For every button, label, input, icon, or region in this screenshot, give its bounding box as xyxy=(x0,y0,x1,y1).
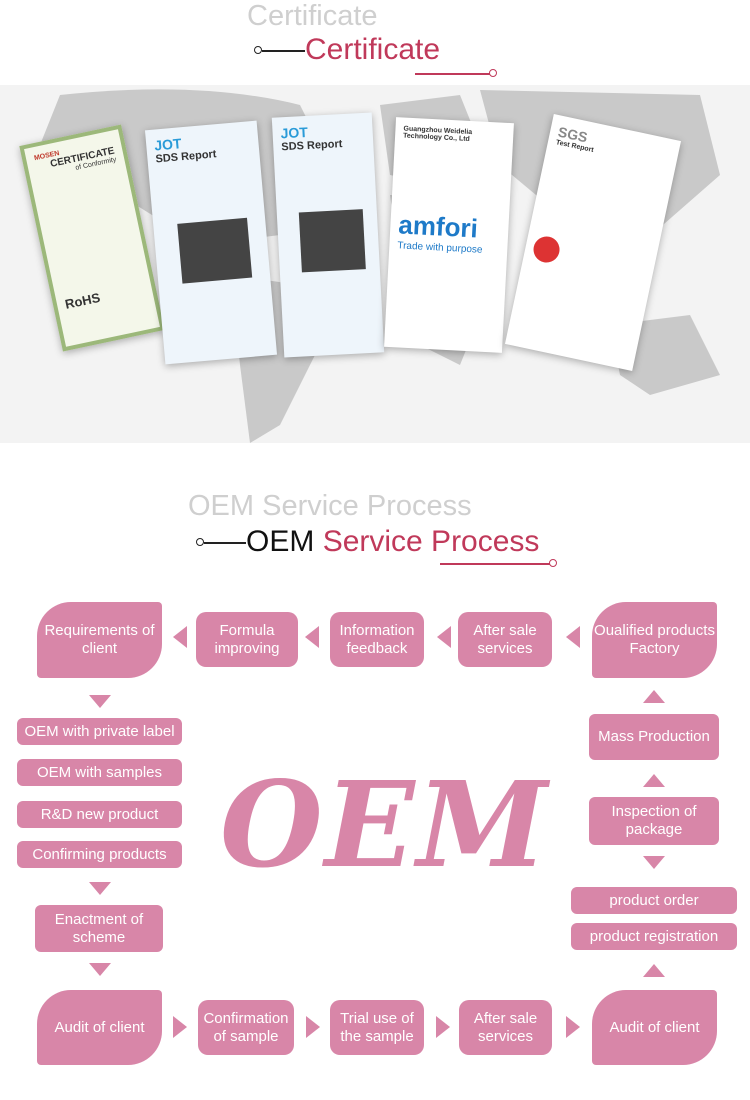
step-product-registration: product registration xyxy=(571,923,737,950)
option-confirming-products: Confirming products xyxy=(17,841,182,868)
step-audit-of-client-right: Audit of client xyxy=(592,990,717,1065)
sds-report-1: JOT SDS Report xyxy=(144,120,278,365)
step-requirements-of-client: Requirements of client xyxy=(37,602,162,678)
step-audit-of-client-left: Audit of client xyxy=(37,990,162,1065)
stamp-icon xyxy=(531,234,562,265)
title-underline xyxy=(415,73,490,75)
amfori-report: Guangzhou Weidelia Technology Co., Ltd a… xyxy=(384,117,514,353)
title-line-dot xyxy=(254,46,262,54)
title-underline xyxy=(440,563,550,565)
step-product-order: product order xyxy=(571,887,737,914)
step-inspection-of-package: Inspection of package xyxy=(589,797,719,845)
arrow-down-icon xyxy=(89,882,111,895)
arrow-right-icon xyxy=(173,1016,187,1038)
certificate-title: Certificate xyxy=(305,33,441,66)
sds-report-2: JOT SDS Report xyxy=(271,112,385,358)
title-line-dot xyxy=(196,538,204,546)
step-qualified-products-factory: Oualified products Factory xyxy=(592,602,717,678)
arrow-right-icon xyxy=(566,1016,580,1038)
step-after-sale-services-bottom: After sale services xyxy=(459,1000,552,1055)
arrow-up-icon xyxy=(643,690,665,703)
product-image xyxy=(298,209,366,273)
arrow-left-icon xyxy=(173,626,187,648)
step-formula-improving: Formula improving xyxy=(196,612,298,667)
arrow-down-icon xyxy=(89,963,111,976)
option-rd-new-product: R&D new product xyxy=(17,801,182,828)
oem-title-black: OEM xyxy=(246,525,315,558)
oem-title-red: Service Process xyxy=(322,525,540,558)
option-oem-private-label: OEM with private label xyxy=(17,718,182,745)
title-underline-dot xyxy=(489,69,497,77)
arrow-left-icon xyxy=(566,626,580,648)
title-underline-dot xyxy=(549,559,557,567)
step-enactment-of-scheme: Enactment of scheme xyxy=(35,905,163,952)
step-confirmation-of-sample: Confirmation of sample xyxy=(198,1000,294,1055)
step-after-sale-services: After sale services xyxy=(458,612,552,667)
arrow-up-icon xyxy=(643,964,665,977)
step-mass-production: Mass Production xyxy=(589,714,719,760)
oem-title: OEM Service Process xyxy=(246,526,539,558)
title-line xyxy=(204,542,246,544)
doc-rohs-mark: RoHS xyxy=(63,289,102,312)
product-image xyxy=(177,217,253,284)
oem-ghost-title: OEM Service Process xyxy=(188,490,472,522)
option-oem-with-samples: OEM with samples xyxy=(17,759,182,786)
arrow-down-icon xyxy=(89,695,111,708)
arrow-left-icon xyxy=(305,626,319,648)
arrow-left-icon xyxy=(437,626,451,648)
arrow-right-icon xyxy=(436,1016,450,1038)
arrow-up-icon xyxy=(643,774,665,787)
step-trial-use-of-sample: Trial use of the sample xyxy=(330,1000,424,1055)
step-information-feedback: Information feedback xyxy=(330,612,424,667)
arrow-down-icon xyxy=(643,856,665,869)
certificate-ghost-title: Certificate xyxy=(247,0,378,32)
arrow-right-icon xyxy=(306,1016,320,1038)
doc-heading: Guangzhou Weidelia Technology Co., Ltd xyxy=(402,125,473,143)
oem-watermark: OEM xyxy=(220,755,550,894)
title-line xyxy=(262,50,305,52)
world-map-background: MOSEN CERTIFICATE of Conformity RoHS JOT… xyxy=(0,85,750,443)
